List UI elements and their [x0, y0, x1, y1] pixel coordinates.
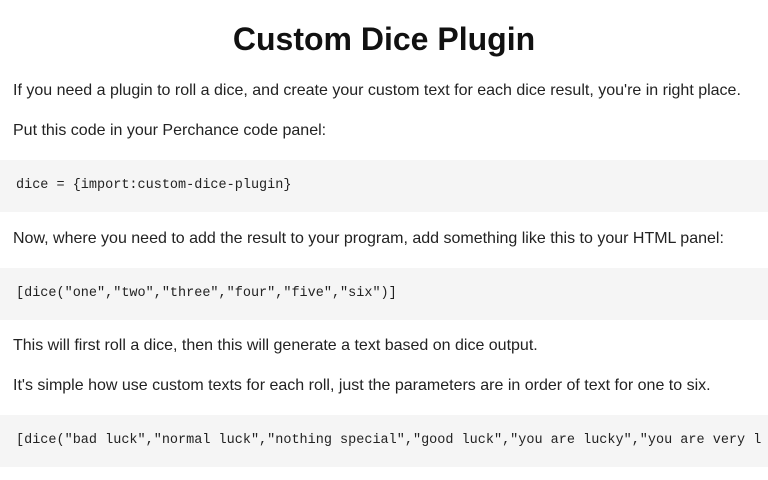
- page-title: Custom Dice Plugin: [232, 21, 536, 57]
- code-block-custom[interactable]: [dice("bad luck","normal luck","nothing …: [0, 415, 768, 467]
- code-block-import[interactable]: dice = {import:custom-dice-plugin}: [0, 160, 768, 212]
- code-text-custom: [dice("bad luck","normal luck","nothing …: [16, 433, 762, 448]
- html-panel-instruction: Now, where you need to add the result to…: [13, 230, 724, 247]
- code-text-basic: [dice("one","two","three","four","five",…: [16, 286, 397, 301]
- intro-paragraph: If you need a plugin to roll a dice, and…: [13, 82, 741, 99]
- explanation-paragraph: This will first roll a dice, then this w…: [13, 337, 538, 354]
- code-panel-instruction: Put this code in your Perchance code pan…: [13, 122, 327, 139]
- code-text-import: dice = {import:custom-dice-plugin}: [16, 178, 292, 193]
- custom-texts-paragraph: It's simple how use custom texts for eac…: [13, 377, 711, 394]
- code-block-basic[interactable]: [dice("one","two","three","four","five",…: [0, 268, 768, 320]
